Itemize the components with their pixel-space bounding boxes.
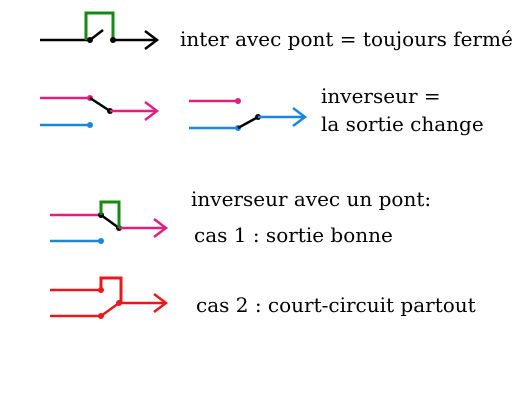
label-case-1: cas 1 : sortie bonne [194, 223, 393, 247]
label-case-2: cas 2 : court-circuit partout [196, 293, 476, 317]
output-arrowhead [144, 30, 160, 50]
switch-blade [237, 115, 259, 130]
switch-blade [89, 96, 111, 113]
bridge-wire [99, 200, 121, 228]
changeover-switch-position-1 [40, 95, 160, 128]
label-changeover-line-1: inverseur = [321, 84, 441, 108]
output-arrowhead [153, 293, 169, 313]
label-changeover-line-2: la sortie change [321, 112, 484, 136]
changeover-switch-position-2 [189, 98, 308, 131]
changeover-with-bridge-case-1 [50, 200, 169, 244]
contact-point [87, 37, 93, 43]
contact-point [235, 98, 241, 104]
switch-blade [100, 213, 120, 230]
switch-with-bridge-symbol [40, 11, 160, 50]
changeover-with-bridge-case-2 [50, 276, 169, 319]
contact-point [110, 37, 116, 43]
contact-point [98, 238, 104, 244]
output-arrowhead [153, 218, 169, 238]
bridge-wire [84, 11, 115, 40]
switch-blade [100, 301, 120, 318]
bridge-wire [99, 276, 123, 303]
contact-point [87, 122, 93, 128]
output-arrowhead [292, 107, 308, 127]
output-arrowhead [144, 101, 160, 121]
label-switch-with-bridge: inter avec pont = toujours fermé [180, 27, 513, 51]
label-changeover-bridge-title: inverseur avec un pont: [191, 187, 432, 211]
